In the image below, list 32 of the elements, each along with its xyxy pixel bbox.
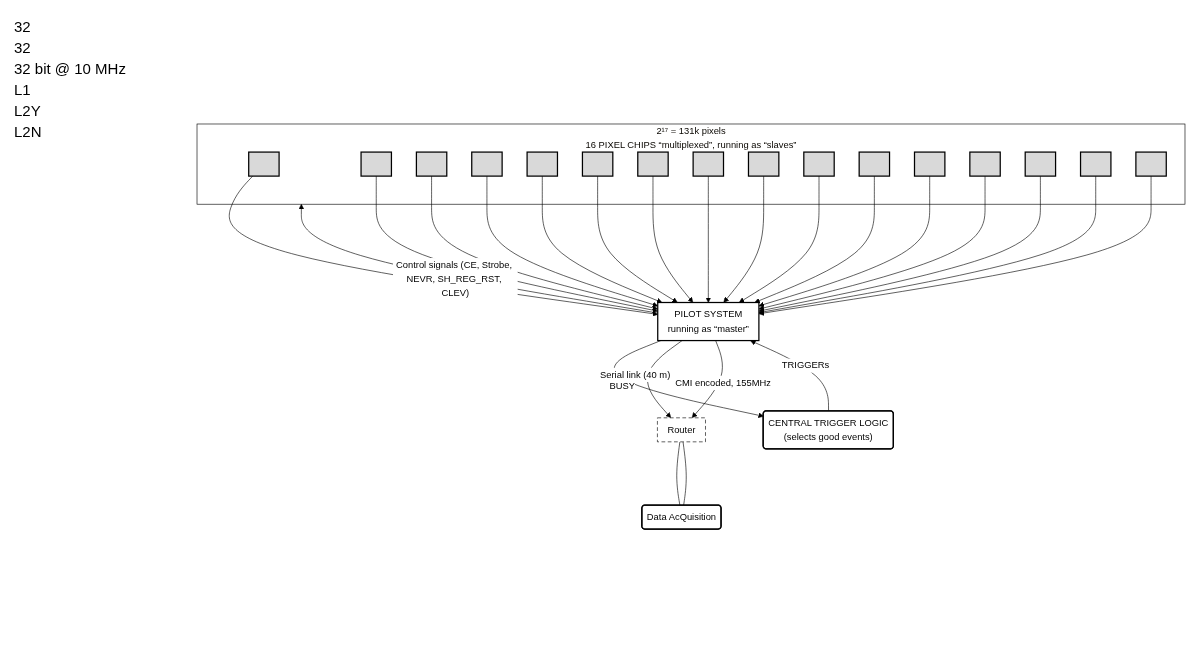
annotation-label: L2Y xyxy=(14,102,42,119)
connector xyxy=(676,442,681,507)
node-box: Router xyxy=(657,417,706,443)
edge-label: Serial link (40 m) xyxy=(600,369,671,380)
node-box xyxy=(913,151,946,178)
annotation-label: L1 xyxy=(14,81,32,98)
edge-label: Control signals (CE, Strobe, NEVR, SH_REG_RST, CLEV) xyxy=(395,259,513,299)
node-box xyxy=(1079,151,1112,178)
edge-label: BUSY xyxy=(609,380,636,392)
node-box xyxy=(1135,151,1167,178)
node-box: PILOT SYSTEM running as “master” xyxy=(657,302,760,342)
node-box xyxy=(637,151,669,178)
node-box xyxy=(969,151,1001,178)
node-box xyxy=(248,151,280,178)
node-box xyxy=(360,151,393,178)
node-box xyxy=(471,151,503,178)
node-box xyxy=(747,151,780,178)
annotation-label: 32 xyxy=(14,18,32,35)
cluster: 2¹⁷ = 131k pixels 16 PIXEL CHIPS “multiplexed”, running as “slaves” xyxy=(196,124,1186,205)
node-box xyxy=(1024,151,1057,178)
node-box xyxy=(526,151,559,178)
edge-label: CMI encoded, 155MHz xyxy=(675,377,771,388)
node-box xyxy=(692,151,725,178)
annotation-label: L2N xyxy=(14,123,43,140)
annotation-label: 32 bit @ 10 MHz xyxy=(14,60,127,77)
connector xyxy=(682,442,687,507)
node-box xyxy=(858,151,891,178)
node-box xyxy=(581,151,614,178)
annotation-label: 32 xyxy=(14,39,32,56)
edge-label: TRIGGERs xyxy=(781,360,830,371)
node-box xyxy=(803,151,835,178)
node-box xyxy=(415,151,448,178)
